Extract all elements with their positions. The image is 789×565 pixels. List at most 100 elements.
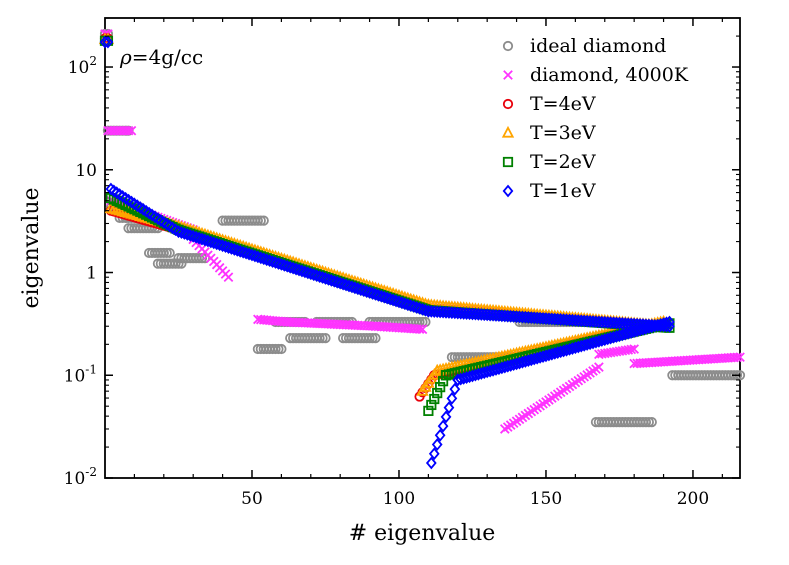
density-annotation: ρ=4g/cc xyxy=(119,45,203,69)
data-point xyxy=(320,332,331,344)
legend-label: ideal diamond xyxy=(530,35,666,57)
data-point xyxy=(423,405,434,416)
data-point xyxy=(317,271,328,284)
data-point xyxy=(443,401,455,415)
data-point xyxy=(437,419,449,433)
data-point xyxy=(405,299,417,313)
data-point xyxy=(181,228,193,241)
data-point xyxy=(381,291,393,305)
data-point xyxy=(267,255,278,268)
data-point xyxy=(358,284,370,298)
series-5 xyxy=(99,35,675,470)
data-point xyxy=(205,235,217,249)
data-point xyxy=(331,275,343,289)
data-point xyxy=(249,249,261,263)
data-point xyxy=(399,297,411,311)
data-point xyxy=(370,332,381,344)
data-point xyxy=(220,240,231,254)
data-point xyxy=(735,352,745,362)
data-point xyxy=(270,343,281,355)
data-point xyxy=(281,259,293,273)
data-point xyxy=(314,270,325,283)
data-point xyxy=(629,344,640,354)
data-point xyxy=(217,239,228,253)
data-point xyxy=(408,300,420,313)
data-point xyxy=(234,244,246,258)
data-point xyxy=(99,35,111,49)
data-point xyxy=(449,382,461,396)
plot-area xyxy=(98,17,746,479)
data-point xyxy=(196,232,208,246)
data-point xyxy=(252,215,263,226)
data-point xyxy=(126,125,137,136)
data-point xyxy=(173,225,184,239)
x-axis-title: # eigenvalue xyxy=(349,521,496,546)
data-point xyxy=(417,302,428,316)
plot-frame xyxy=(104,17,741,479)
data-point xyxy=(208,236,220,250)
data-layer xyxy=(98,28,746,470)
legend-marker xyxy=(502,40,514,52)
data-point xyxy=(432,387,443,399)
legend-marker xyxy=(503,70,513,80)
data-point xyxy=(325,273,337,287)
data-point xyxy=(349,281,361,295)
data-point xyxy=(364,286,375,299)
data-point xyxy=(176,258,187,269)
data-point xyxy=(646,416,657,428)
data-point xyxy=(393,295,405,309)
y-tick-label: 10-2 xyxy=(64,465,97,489)
data-point xyxy=(334,276,346,290)
data-point xyxy=(170,258,181,269)
data-point xyxy=(387,293,399,307)
x-tick-label: 50 xyxy=(241,489,263,509)
data-point xyxy=(276,257,287,271)
data-point xyxy=(426,399,437,411)
data-point xyxy=(231,243,243,257)
data-point xyxy=(364,332,375,344)
legend-marker xyxy=(502,98,514,110)
data-point xyxy=(173,258,184,269)
y-tick-label: 102 xyxy=(68,54,97,78)
density-value: =4g/cc xyxy=(132,45,203,69)
data-point xyxy=(223,272,234,283)
data-point xyxy=(352,282,364,296)
x-tick-label: 150 xyxy=(530,489,562,509)
data-point xyxy=(420,303,431,317)
y-axis-title: eigenvalue xyxy=(19,187,44,308)
x-tick-label: 200 xyxy=(677,489,709,509)
y-tick-label: 10-1 xyxy=(64,362,97,386)
data-point xyxy=(343,279,355,293)
legend-label: T=2eV xyxy=(530,151,596,173)
data-point xyxy=(164,247,175,259)
data-point xyxy=(429,393,440,405)
data-point xyxy=(255,215,266,226)
data-point xyxy=(414,302,425,315)
data-point xyxy=(299,265,311,279)
data-point xyxy=(199,253,211,264)
data-point xyxy=(414,324,425,334)
legend-marker xyxy=(502,156,514,168)
data-point xyxy=(402,298,414,312)
data-point xyxy=(305,267,317,281)
data-point xyxy=(435,382,446,393)
data-point xyxy=(311,269,323,283)
data-point xyxy=(323,272,334,286)
data-point xyxy=(293,263,305,277)
data-point xyxy=(187,229,199,243)
data-point xyxy=(425,456,437,470)
data-point xyxy=(226,242,237,255)
data-point xyxy=(626,344,637,355)
data-point xyxy=(643,416,654,428)
data-point xyxy=(178,227,190,240)
data-point xyxy=(214,238,226,252)
data-point xyxy=(367,332,378,344)
data-point xyxy=(184,228,196,242)
data-point xyxy=(237,245,249,259)
data-point xyxy=(273,257,284,270)
data-point xyxy=(640,416,652,428)
data-point xyxy=(278,258,290,272)
